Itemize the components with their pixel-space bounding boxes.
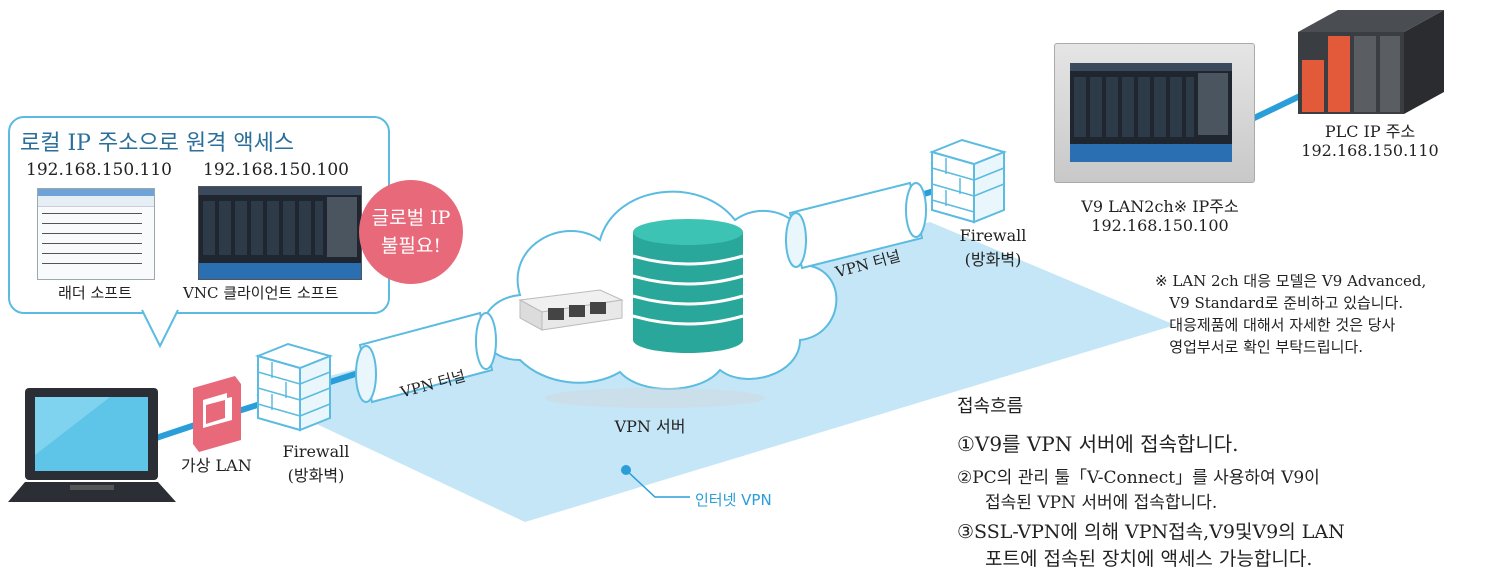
laptop-icon xyxy=(8,388,176,502)
flow-step2b: 접속된 VPN 서버에 접속합니다. xyxy=(985,493,1218,513)
ladder-label: 래더 소프트 xyxy=(58,284,132,302)
bubble-title: 로컬 IP 주소으로 원격 액세스 xyxy=(20,131,295,156)
network-cable-right xyxy=(1248,93,1302,123)
global-ip-line1: 글로벌 IP xyxy=(371,207,451,229)
hub-icon xyxy=(518,289,624,331)
vpn-tunnel-left-icon xyxy=(355,311,497,404)
firewall-left-label: Firewall xyxy=(282,442,350,461)
flow-step1: ①V9를 VPN 서버에 접속합니다. xyxy=(957,432,1239,456)
flow-step3b: 포트에 접속된 장치에 액세스 가능합니다. xyxy=(985,548,1313,570)
vnc-label: VNC 클라이언트 소프트 xyxy=(183,284,339,302)
firewall-right-icon xyxy=(928,138,1008,224)
v9-hmi-panel xyxy=(1054,43,1255,183)
flow-title: 접속흐름 xyxy=(957,396,1024,417)
plc-ip-value: 192.168.150.110 xyxy=(1301,141,1439,160)
plc-ip-label: PLC IP 주소 xyxy=(1324,122,1416,141)
vpn-server-label: VPN 서버 xyxy=(614,417,686,436)
flow-step2a: ②PC의 관리 툴「V-Connect」를 사용하여 V9이 xyxy=(957,468,1320,488)
internet-vpn-label: 인터넷 VPN xyxy=(695,491,772,509)
global-ip-line2: 불필요! xyxy=(380,235,442,257)
firewall-right-label: Firewall xyxy=(959,226,1027,245)
v9-screen xyxy=(1070,63,1232,162)
vpn-server-icon xyxy=(632,219,744,353)
lan-port-icon xyxy=(193,376,241,452)
firewall-left-icon xyxy=(254,342,334,432)
ladder-ip: 192.168.150.110 xyxy=(26,160,173,180)
flow-step3a: ③SSL-VPN에 의해 VPN접속,V9및V9의 LAN xyxy=(957,521,1345,543)
virtual-lan-label: 가상 LAN xyxy=(181,456,252,475)
firewall-right-sublabel: (방화벽) xyxy=(964,250,1022,269)
speech-bubble-tail xyxy=(141,308,179,349)
global-ip-badge: 글로벌 IP 불필요! xyxy=(359,180,463,284)
ladder-software-window xyxy=(37,188,155,280)
lan2ch-note: ※ LAN 2ch 대응 모델은 V9 Advanced, V9 Standar… xyxy=(1155,272,1427,356)
firewall-left-sublabel: (방화벽) xyxy=(287,466,345,485)
plc-icon xyxy=(1298,10,1444,114)
vnc-client-window xyxy=(198,186,362,280)
vpn-tunnel-right-icon xyxy=(785,181,927,270)
connection-flow: 접속흐름 ①V9를 VPN 서버에 접속합니다. ②PC의 관리 툴「V-Con… xyxy=(957,392,1345,571)
v9-ip-value: 192.168.150.100 xyxy=(1091,216,1229,235)
vnc-ip: 192.168.150.100 xyxy=(203,160,350,180)
v9-ip-label: V9 LAN2ch※ IP주소 xyxy=(1081,197,1239,216)
